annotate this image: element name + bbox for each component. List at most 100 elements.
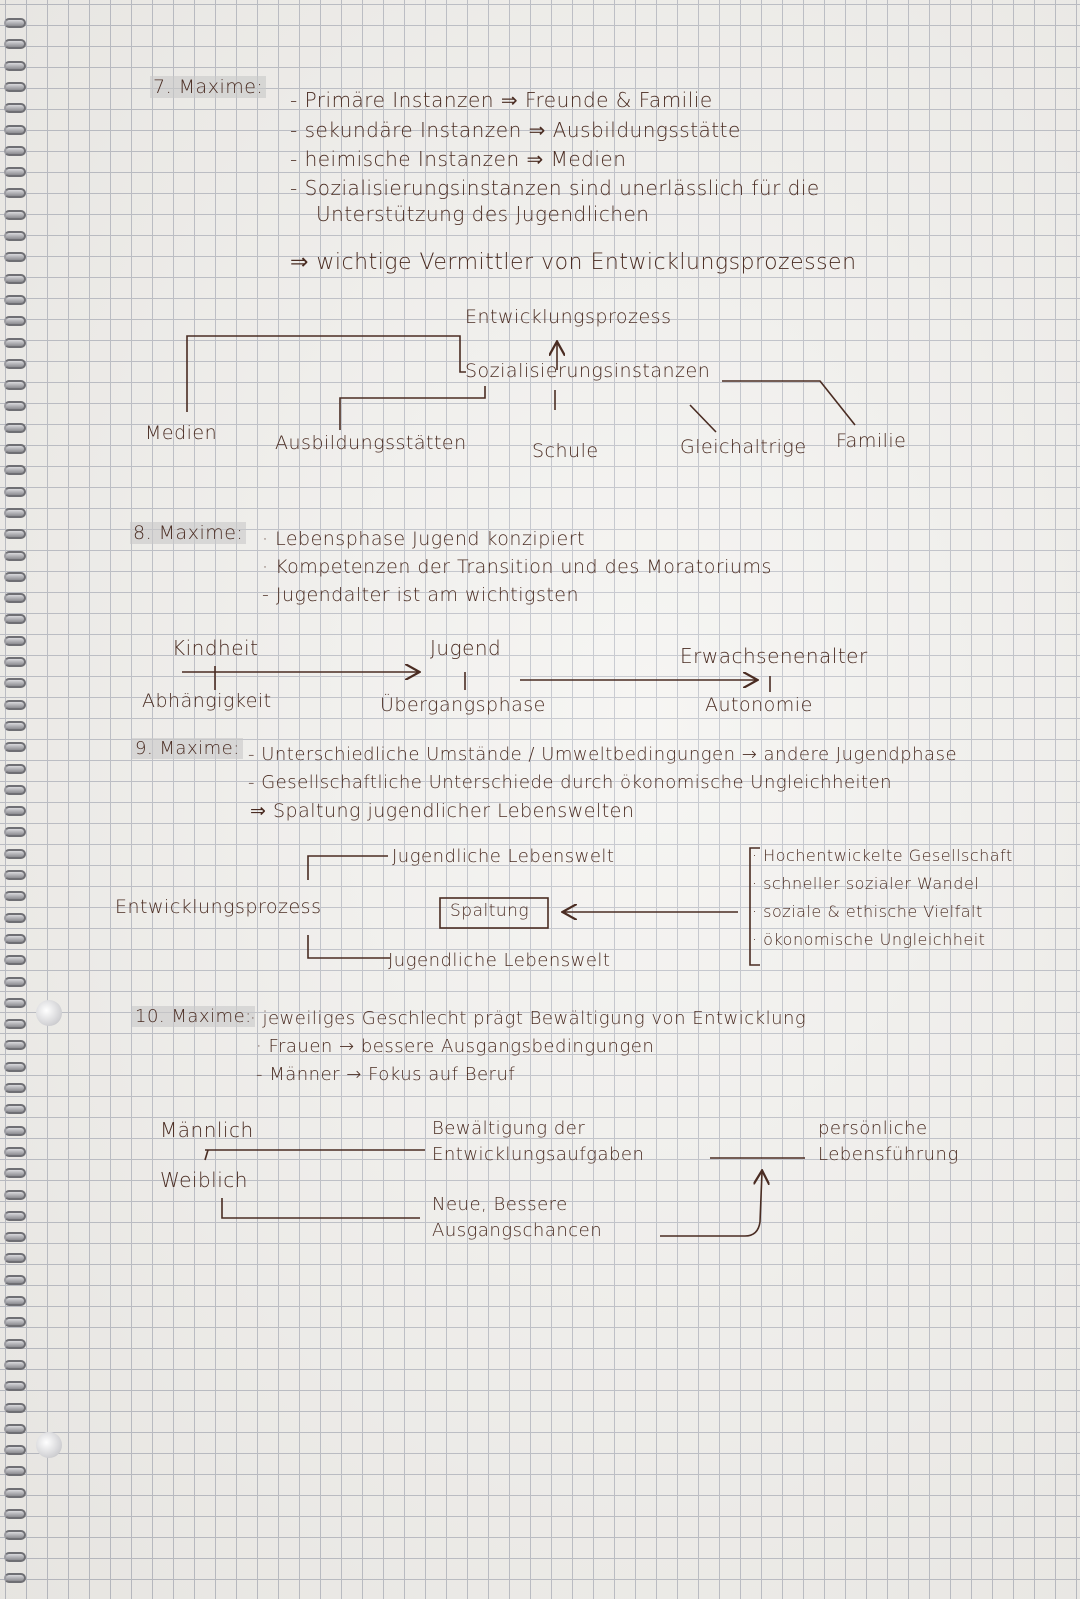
diagram7-center-label: Sozialisierungsinstanzen bbox=[465, 360, 711, 382]
diagram9-cause-3: · soziale & ethische Vielfalt bbox=[752, 902, 983, 921]
spiral-ring bbox=[4, 380, 26, 391]
line-gleichaltrige bbox=[689, 404, 717, 433]
spiral-ring bbox=[4, 529, 26, 540]
spiral-ring bbox=[4, 1253, 26, 1264]
maxim10-heading: 10. Maxime: bbox=[132, 1006, 255, 1027]
arrow-chancen-up bbox=[660, 1172, 762, 1237]
diagram10-bottom-line-2: Ausgangschancen bbox=[432, 1220, 603, 1241]
bracket-lebenswelt bbox=[307, 855, 388, 880]
spiral-ring bbox=[4, 1040, 26, 1051]
spiral-ring bbox=[4, 720, 26, 731]
bracket-weiblich-bottom bbox=[221, 1198, 420, 1219]
bracket-lebenswelt-bottom bbox=[307, 935, 390, 959]
spiral-ring bbox=[4, 422, 26, 433]
spiral-ring bbox=[4, 1019, 26, 1030]
spiral-ring bbox=[4, 784, 26, 795]
timeline-sub-uebergang: Übergangsphase bbox=[380, 694, 546, 716]
spiral-ring bbox=[4, 188, 26, 199]
maxim10-line-3: - Männer → Fokus auf Beruf bbox=[256, 1064, 516, 1085]
diagram9-cause-1: · Hochentwickelte Gesellschaft bbox=[752, 846, 1013, 865]
spiral-ring bbox=[4, 763, 26, 774]
diagram7-leaf-ausbildung: Ausbildungsstätten bbox=[275, 432, 467, 454]
spiral-ring bbox=[4, 1189, 26, 1200]
spiral-ring bbox=[4, 1061, 26, 1072]
timeline-sub-autonomie: Autonomie bbox=[705, 694, 813, 716]
maxim8-heading: 8. Maxime: bbox=[130, 522, 247, 544]
spiral-ring bbox=[4, 316, 26, 327]
spiral-ring bbox=[4, 358, 26, 369]
maxim9-heading: 9. Maxime: bbox=[132, 738, 243, 759]
spiral-ring bbox=[4, 231, 26, 241]
spiral-ring bbox=[4, 976, 26, 987]
line-familie bbox=[722, 380, 856, 426]
diagram10-right-line-1: persönliche bbox=[818, 1118, 928, 1139]
maxim7-line-5: Unterstützung des Jugendlichen bbox=[316, 202, 650, 226]
spiral-ring bbox=[4, 827, 26, 838]
spiral-ring bbox=[4, 1317, 26, 1328]
diagram7-leaf-gleichaltrige: Gleichaltrige bbox=[680, 436, 807, 458]
spiral-ring bbox=[4, 614, 26, 625]
maxim7-heading: 7. Maxime: bbox=[150, 76, 267, 98]
diagram7-top-label: Entwicklungsprozess bbox=[465, 306, 672, 328]
timeline-stage-kindheit: Kindheit bbox=[172, 636, 259, 660]
spiral-ring bbox=[4, 806, 26, 817]
punch-hole bbox=[36, 1432, 62, 1458]
spiral-ring bbox=[4, 699, 26, 710]
spiral-ring bbox=[4, 465, 26, 476]
spiral-ring bbox=[4, 81, 26, 92]
spiral-ring bbox=[4, 1125, 26, 1136]
diagram10-right-line-2: Lebensführung bbox=[818, 1144, 959, 1165]
spiral-ring bbox=[4, 444, 26, 454]
diagram10-middle-line-1: Bewältigung der bbox=[432, 1118, 586, 1139]
maxim7-line-1: - Primäre Instanzen ⇒ Freunde & Familie bbox=[290, 88, 713, 112]
spiral-ring bbox=[4, 1210, 26, 1221]
spiral-ring bbox=[4, 1487, 26, 1498]
line-weiblich bbox=[204, 1149, 209, 1161]
maxim7-summary: ⇒ wichtige Vermittler von Entwicklungspr… bbox=[290, 250, 857, 275]
spiral-ring bbox=[4, 167, 26, 178]
spiral-ring bbox=[4, 252, 26, 263]
spiral-ring bbox=[4, 337, 26, 348]
spiral-ring bbox=[4, 1083, 26, 1093]
spiral-ring bbox=[4, 1338, 26, 1349]
spiral-ring bbox=[4, 124, 26, 135]
spiral-ring bbox=[4, 1466, 26, 1477]
diagram10-female-label: Weiblich bbox=[160, 1168, 248, 1192]
diagram9-left-label: Entwicklungsprozess bbox=[115, 896, 322, 918]
spiral-ring bbox=[4, 1146, 26, 1157]
spiral-ring bbox=[4, 997, 26, 1008]
spiral-ring bbox=[4, 1423, 26, 1434]
maxim8-line-1: · Lebensphase Jugend konzipiert bbox=[262, 528, 585, 550]
spiral-ring bbox=[4, 18, 26, 28]
spiral-ring bbox=[4, 1296, 26, 1306]
spiral-ring bbox=[4, 60, 26, 71]
spiral-ring bbox=[4, 486, 26, 497]
spiral-ring bbox=[4, 1381, 26, 1392]
maxim8-line-2: · Kompetenzen der Transition und des Mor… bbox=[262, 556, 772, 578]
spiral-ring bbox=[4, 1104, 26, 1115]
maxim10-line-1: · jeweiliges Geschlecht prägt Bewältigun… bbox=[250, 1008, 807, 1029]
spiral-ring bbox=[4, 891, 26, 902]
spiral-ring bbox=[4, 571, 26, 582]
diagram9-cause-4: · ökonomische Ungleichheit bbox=[752, 930, 986, 949]
spiral-ring bbox=[4, 1509, 26, 1519]
spiral-ring bbox=[4, 657, 26, 667]
spiral-ring bbox=[4, 635, 26, 646]
spiral-ring bbox=[4, 1168, 26, 1179]
spiral-ring bbox=[4, 1274, 26, 1285]
spiral-ring bbox=[4, 401, 26, 412]
timeline-stage-erwachsen: Erwachsenenalter bbox=[680, 644, 868, 668]
diagram10-male-label: Männlich bbox=[160, 1118, 254, 1142]
diagram9-bottom-label: Jugendliche Lebenswelt bbox=[388, 950, 611, 971]
spiral-binding bbox=[0, 0, 40, 1599]
diagram10-middle-line-2: Entwicklungsaufgaben bbox=[432, 1144, 645, 1165]
diagram9-center-label: Spaltung bbox=[450, 901, 530, 921]
diagram9-top-label: Jugendliche Lebenswelt bbox=[392, 846, 615, 867]
spiral-ring bbox=[4, 955, 26, 966]
maxim7-line-4: - Sozialisierungsinstanzen sind unerläss… bbox=[290, 176, 820, 200]
punch-hole bbox=[36, 1000, 62, 1026]
spiral-ring bbox=[4, 912, 26, 923]
diagram9-cause-2: · schneller sozialer Wandel bbox=[752, 874, 980, 893]
spiral-ring bbox=[4, 678, 26, 689]
